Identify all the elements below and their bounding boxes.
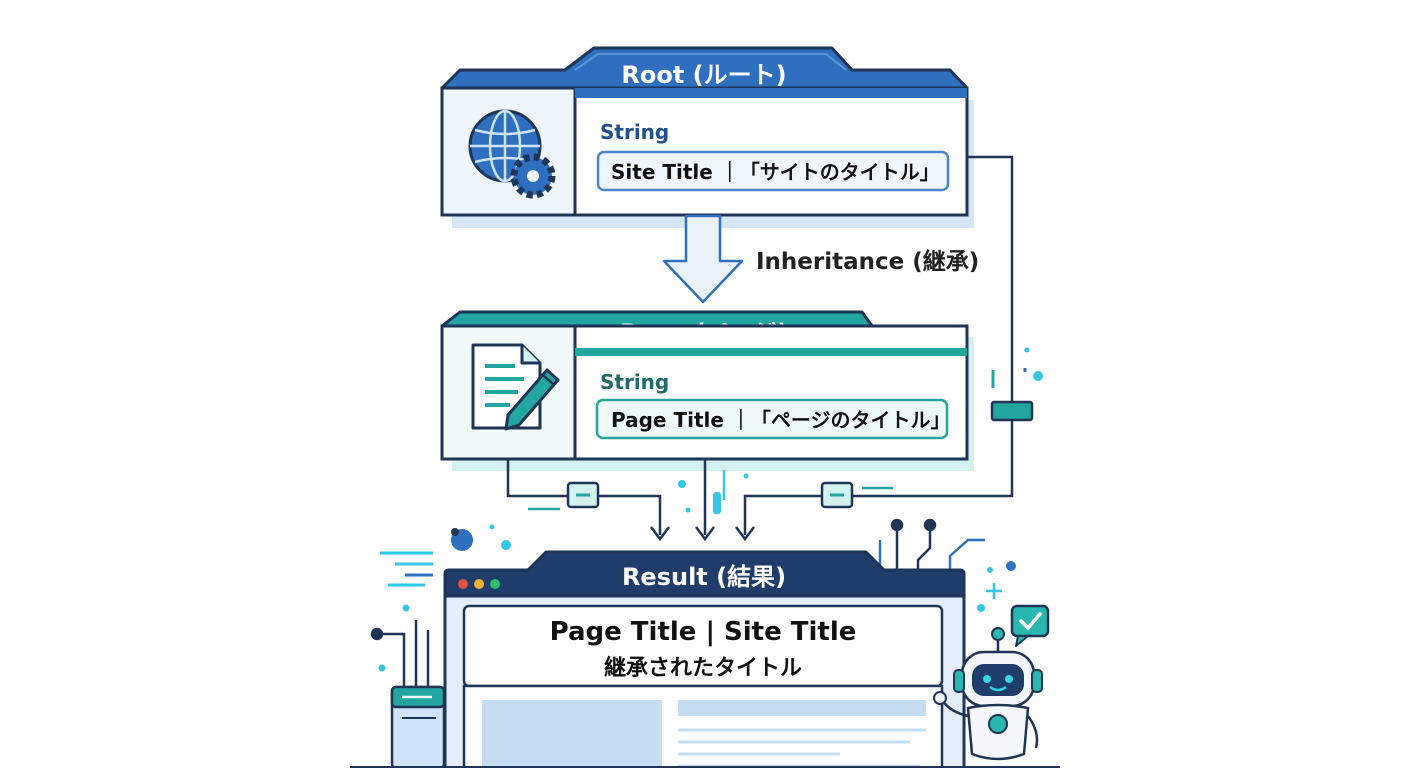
checkmark-bubble-icon — [1010, 604, 1050, 647]
window-maximize-dot — [490, 579, 500, 589]
connector-chip — [820, 481, 854, 509]
document-pencil-icon — [471, 343, 560, 431]
root-card-value-box — [596, 150, 950, 192]
root-card: Root (ルート) String Site Title ｜「サイトのタイトル」 — [440, 46, 974, 228]
root-card-header-tab — [440, 46, 969, 90]
result-text-placeholder — [678, 700, 926, 716]
connector-chip — [990, 400, 1034, 422]
result-window-titlebar — [443, 550, 966, 600]
connector-chip — [566, 481, 600, 509]
result-title-line: Page Title | Site Title — [550, 617, 857, 647]
inheritance-arrow — [662, 214, 744, 304]
inheritance-label: Inheritance (継承) — [756, 248, 979, 275]
decorative-sparkles — [378, 347, 1043, 672]
page-card-value-box — [595, 398, 949, 440]
root-card-type-label: String — [600, 120, 669, 144]
window-close-dot — [458, 579, 468, 589]
circuit-traces — [370, 518, 985, 690]
root-card-title: Root (ルート) — [621, 61, 786, 89]
robot-icon — [933, 627, 1043, 761]
result-image-placeholder — [482, 700, 662, 768]
root-card-value: Site Title ｜「サイトのタイトル」 — [611, 160, 940, 184]
result-window-title: Result (結果) — [622, 563, 786, 591]
page-card: Page (ページ) String Page Title ｜「ページのタイトル」 — [440, 310, 974, 471]
result-window: Result (結果) Page Title | Site Title 継承され… — [443, 550, 966, 768]
globe-gear-icon — [468, 109, 556, 199]
result-subtitle-line: 継承されたタイトル — [604, 655, 802, 681]
page-card-type-label: String — [600, 370, 669, 394]
root-to-result-connector — [735, 155, 1014, 542]
window-minimize-dot — [474, 579, 484, 589]
server-icon — [390, 685, 446, 768]
page-card-value: Page Title ｜「ページのタイトル」 — [611, 408, 951, 432]
